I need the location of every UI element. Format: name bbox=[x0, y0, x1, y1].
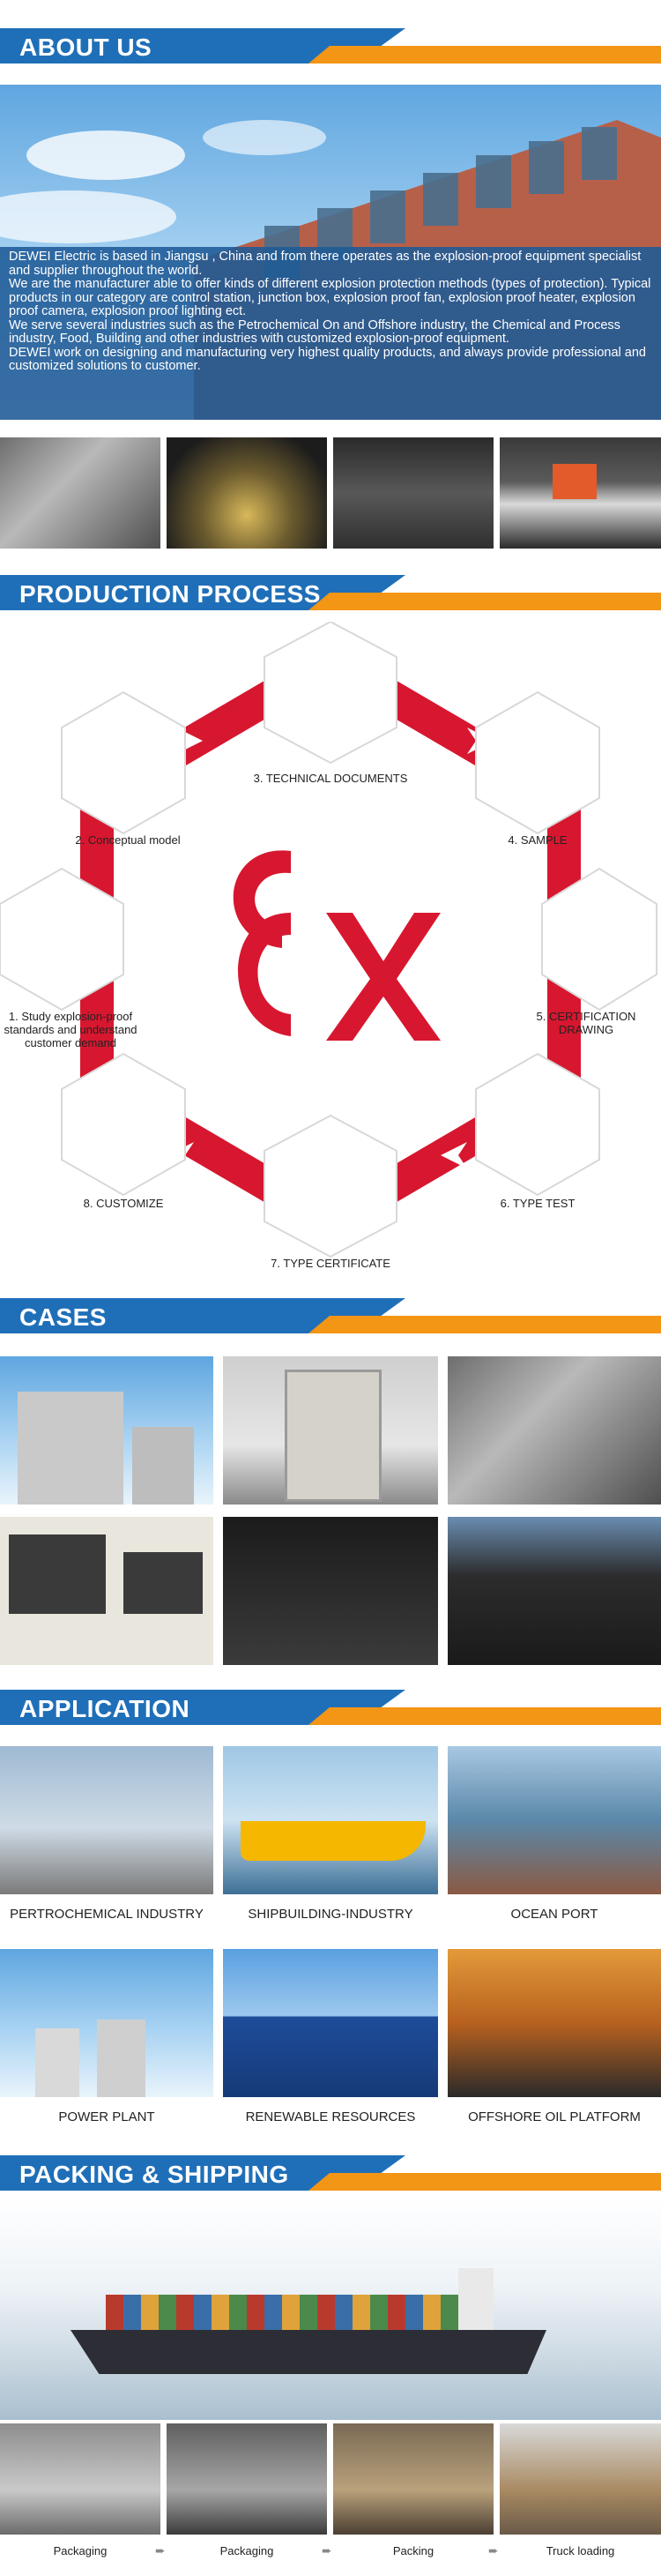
factory-photo-2 bbox=[167, 437, 327, 549]
process-step-5: 5. CERTIFICATION DRAWING bbox=[536, 1010, 636, 1036]
application-label-5: RENEWABLE RESOURCES bbox=[245, 2109, 416, 2124]
packing-label-1: Packaging bbox=[53, 2544, 108, 2557]
arrow-right-icon: ➨ bbox=[322, 2543, 332, 2557]
process-step-7: 7. TYPE CERTIFICATE bbox=[271, 1257, 390, 1270]
process-step-1: 1. Study explosion-proof standards and u… bbox=[4, 1010, 137, 1049]
application-photo-renewable bbox=[223, 1949, 438, 2097]
process-step-6: 6. TYPE TEST bbox=[500, 1197, 576, 1210]
process-step-2: 2. Conceptual model bbox=[75, 833, 181, 847]
application-label-4: POWER PLANT bbox=[58, 2109, 155, 2124]
process-step-8: 8. CUSTOMIZE bbox=[83, 1197, 164, 1210]
application-label-6: OFFSHORE OIL PLATFORM bbox=[468, 2109, 641, 2124]
case-photo-6 bbox=[448, 1517, 661, 1665]
section-banner-about: ABOUT US bbox=[0, 25, 661, 67]
section-title-packing: PACKING & SHIPPING bbox=[19, 2161, 289, 2188]
case-photo-1 bbox=[0, 1356, 213, 1505]
process-step-4: 4. SAMPLE bbox=[508, 833, 568, 847]
packing-photo-3 bbox=[333, 2423, 494, 2535]
application-photo-power-plant bbox=[0, 1949, 213, 2097]
factory-photo-3 bbox=[333, 437, 494, 549]
process-step-3: 3. TECHNICAL DOCUMENTS bbox=[253, 772, 408, 785]
application-photo-petrochemical bbox=[0, 1746, 213, 1894]
packing-label-2: Packaging bbox=[219, 2544, 274, 2557]
application-label-1: PERTROCHEMICAL INDUSTRY bbox=[10, 1907, 204, 1922]
process-ring bbox=[0, 620, 657, 1258]
section-title-cases: CASES bbox=[19, 1303, 107, 1331]
arrow-right-icon: ➨ bbox=[488, 2543, 499, 2557]
about-paragraph-4: DEWEI work on designing and manufacturin… bbox=[9, 345, 646, 373]
case-photo-5 bbox=[223, 1517, 438, 1665]
about-paragraph-3: We serve several industries such as the … bbox=[9, 317, 620, 346]
process-diagram: 3. TECHNICAL DOCUMENTS 4. SAMPLE 5. CERT… bbox=[0, 620, 661, 1274]
case-photo-3 bbox=[448, 1356, 661, 1505]
application-label-2: SHIPBUILDING-INDUSTRY bbox=[248, 1907, 413, 1922]
arrow-right-icon: ➨ bbox=[155, 2543, 166, 2557]
application-photo-shipbuilding bbox=[223, 1746, 438, 1894]
packing-label-3: Packing bbox=[392, 2544, 434, 2557]
application-label-3: OCEAN PORT bbox=[510, 1907, 598, 1922]
about-paragraph-1: DEWEI Electric is based in Jiangsu , Chi… bbox=[9, 250, 642, 278]
application-photo-offshore bbox=[448, 1949, 661, 2097]
packing-photo-2 bbox=[167, 2423, 327, 2535]
packing-photo-1 bbox=[0, 2423, 160, 2535]
packing-photo-4 bbox=[500, 2423, 661, 2535]
section-banner-process: PRODUCTION PROCESS bbox=[0, 571, 661, 614]
case-photo-4 bbox=[0, 1517, 213, 1665]
section-banner-application: APPLICATION bbox=[0, 1686, 661, 1729]
about-text-block: DEWEI Electric is based in Jiangsu , Chi… bbox=[0, 247, 661, 420]
cargo-ship-image bbox=[0, 2198, 661, 2420]
section-title-process: PRODUCTION PROCESS bbox=[19, 580, 321, 608]
section-banner-packing: PACKING & SHIPPING bbox=[0, 2152, 661, 2194]
case-photo-2 bbox=[223, 1356, 438, 1505]
factory-photo-4 bbox=[500, 437, 661, 549]
section-banner-cases: CASES bbox=[0, 1295, 661, 1337]
application-photo-port bbox=[448, 1746, 661, 1894]
factory-photo-1 bbox=[0, 437, 160, 549]
section-title-application: APPLICATION bbox=[19, 1695, 190, 1722]
packing-label-4: Truck loading bbox=[546, 2544, 615, 2557]
about-paragraph-2: We are the manufacturer able to offer ki… bbox=[9, 277, 651, 318]
section-title-about: ABOUT US bbox=[19, 34, 152, 61]
